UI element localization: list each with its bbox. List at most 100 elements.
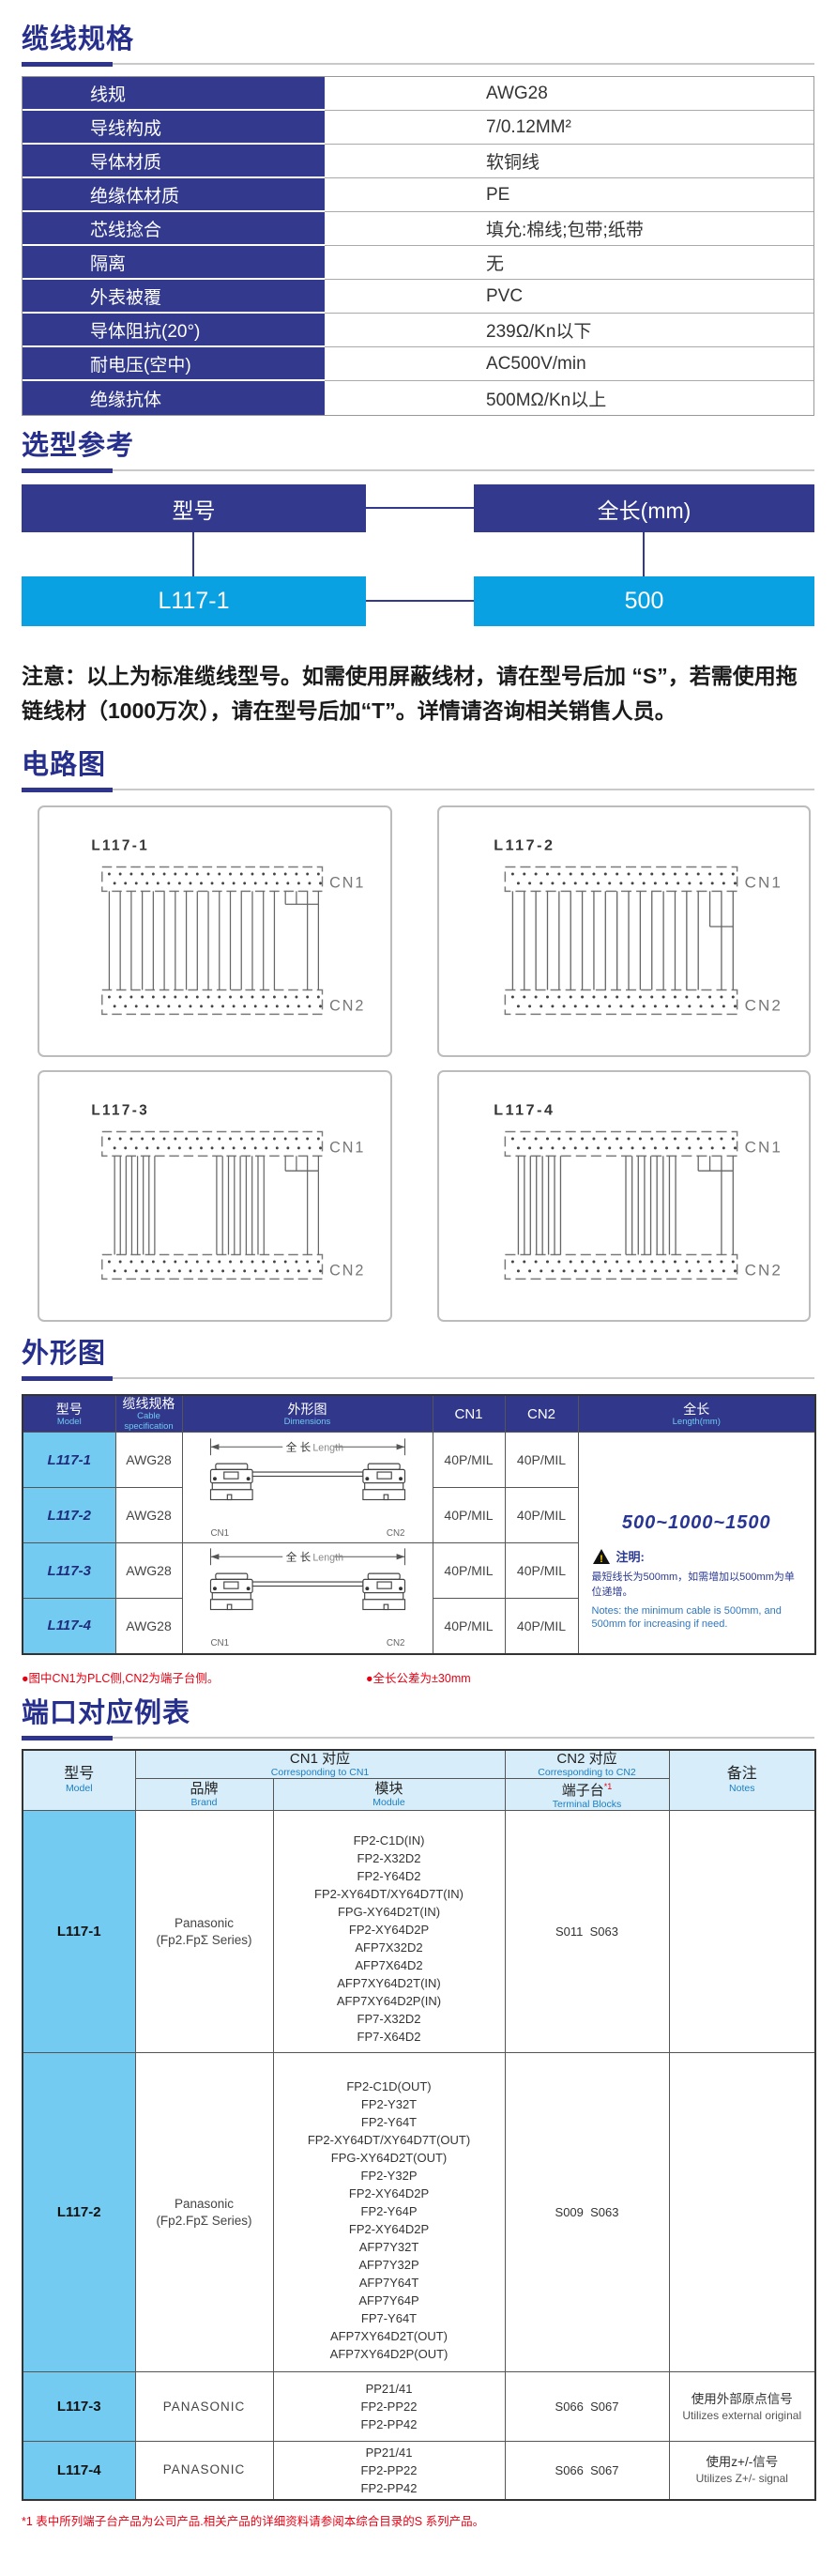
spec-label: 导体阻抗(20°) (23, 314, 325, 347)
cn2-cell: 40P/MIL (504, 1487, 579, 1543)
length-note-cn: 最短线长为500mm，如需增加以500mm为单位递增。 (591, 1572, 795, 1599)
spec-value: 500MΩ/Kn以上 (486, 390, 607, 410)
cable-outline-drawing: 全 长 Length CN1 (209, 1437, 405, 1538)
svg-text:全 长: 全 长 (285, 1551, 311, 1564)
model-header-box: 型号 (22, 484, 366, 532)
connector-right (361, 1572, 405, 1611)
brand-cell: Panasonic (Fp2.FpΣ Series) (134, 1810, 274, 2053)
model-cell: L117-4 (22, 1598, 116, 1654)
length-info-cell: 500~1000~1500 ! 注明: 最短线长为500mm，如需增加以500m… (577, 1432, 816, 1654)
model-cell: L117-1 (22, 1810, 136, 2053)
cn1-cell: 40P/MIL (432, 1487, 506, 1543)
spec-value: 软铜线 (325, 145, 813, 178)
modules-cell: FP2-C1D(IN) FP2-X32D2 FP2-Y64D2 FP2-XY64… (272, 1810, 506, 2053)
spec-label: 隔离 (23, 246, 325, 280)
cn1-cell: 40P/MIL (432, 1432, 506, 1488)
spec-row: 导体材质软铜线 (23, 145, 813, 178)
section-rule (22, 1376, 814, 1381)
modules-cell: FP2-C1D(OUT) FP2-Y32T FP2-Y64T FP2-XY64D… (272, 2052, 506, 2372)
rule-accent (22, 62, 113, 67)
terminal-cell: S066 S067 (504, 2371, 670, 2442)
svg-text:CN1: CN1 (210, 1527, 229, 1538)
selection-title: 选型参考 (22, 431, 135, 461)
port-row-l117-2: L117-2 Panasonic (Fp2.FpΣ Series) FP2-C1… (22, 2052, 816, 2372)
length-note-title: 注明: (616, 1550, 645, 1565)
svg-text:!: ! (600, 1554, 603, 1565)
spec-value: 无 (325, 246, 813, 280)
svg-text:CN2: CN2 (745, 996, 783, 1014)
outline-row-l117-3: L117-3 AWG28 全 长 Length (22, 1542, 815, 1654)
spec-value: 填允:棉线;包带;纸带 (325, 212, 813, 246)
connector-line (366, 600, 474, 602)
rule-accent (22, 1376, 113, 1381)
spec-label: 耐电压(空中) (23, 347, 325, 381)
length-header-box: 全长(mm) (474, 484, 814, 532)
header-cn1: CN1 (432, 1394, 506, 1433)
svg-text:CN2: CN2 (386, 1527, 404, 1538)
section-rule (22, 468, 814, 473)
port-title: 端口对应例表 (22, 1697, 191, 1728)
cable-spec-title: 缆线规格 (22, 24, 135, 54)
port-row-l117-4: L117-4 PANASONIC PP21/41 FP2-PP22 FP2-PP… (22, 2441, 816, 2500)
svg-text:CN2: CN2 (329, 996, 365, 1014)
svg-text:L117-2: L117-2 (494, 838, 555, 854)
svg-text:CN2: CN2 (745, 1261, 783, 1279)
footnote-ref: *1 (603, 1782, 613, 1791)
cable-drawing-cell: 全 长 Length CN1 (181, 1542, 433, 1654)
spec-value: PE (325, 178, 813, 212)
spec-label: 芯线捻合 (23, 212, 325, 246)
modules-cell: PP21/41 FP2-PP22 FP2-PP42 (272, 2371, 506, 2442)
svg-text:CN2: CN2 (386, 1638, 404, 1648)
spec-label: 绝缘抗体 (23, 381, 325, 415)
footnote-cn1-cn2-side: ●图中CN1为PLC侧,CN2为端子台侧。 (22, 1671, 220, 1685)
connector-line (192, 532, 194, 576)
spec-label: 绝缘体材质 (23, 178, 325, 212)
spec-cell: AWG28 (114, 1598, 183, 1654)
connector-right (361, 1463, 405, 1500)
rule-accent (22, 468, 113, 473)
model-cell: L117-2 (22, 1487, 116, 1543)
svg-text:L117-4: L117-4 (494, 1103, 555, 1119)
svg-text:CN1: CN1 (745, 1138, 783, 1156)
spec-row: 芯线捻合填允:棉线;包带;纸带 (23, 212, 813, 246)
rule-accent (22, 1735, 113, 1740)
svg-text:CN1: CN1 (210, 1638, 229, 1648)
connector-left (209, 1572, 363, 1611)
svg-text:L117-1: L117-1 (91, 837, 149, 853)
spec-label: 外表被覆 (23, 280, 325, 314)
header-cn2: CN2 (504, 1394, 579, 1433)
svg-text:全 长: 全 长 (285, 1440, 311, 1453)
brand-cell: Panasonic (Fp2.FpΣ Series) (134, 2052, 274, 2372)
spec-cell: AWG28 (114, 1542, 183, 1599)
rule-accent (22, 788, 113, 792)
circuit-title: 电路图 (22, 750, 107, 780)
cn2-cell: 40P/MIL (504, 1598, 579, 1654)
outline-row-l117-1: L117-1 AWG28 全 长 Length (22, 1432, 816, 1654)
connector-line (366, 507, 474, 509)
svg-text:CN1: CN1 (745, 873, 783, 891)
svg-text:Length: Length (312, 1553, 343, 1564)
cn1-cell: 40P/MIL (432, 1542, 506, 1599)
spec-cell: AWG28 (114, 1487, 183, 1543)
footnote-length-tolerance: ●全长公差为±30mm (366, 1671, 471, 1685)
outline-row-l117-4: L117-4 AWG28 40P/MIL 40P/MIL (22, 1598, 815, 1654)
outline-row-l117-2: L117-2 AWG28 40P/MIL 40P/MIL (22, 1487, 815, 1543)
model-cell: L117-3 (22, 2371, 136, 2442)
spec-value: 239Ω/Kn以下 (325, 314, 813, 347)
